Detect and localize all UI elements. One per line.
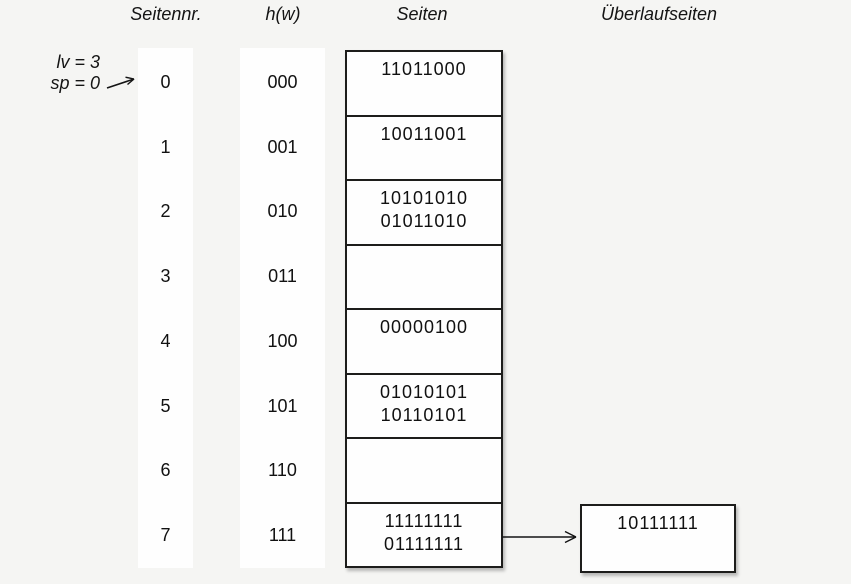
page-number: 2 [160, 201, 171, 222]
header-hw: h(w) [265, 4, 301, 24]
page-number: 3 [160, 266, 171, 287]
page-cell-3 [347, 246, 501, 310]
page-cell-0: 11011000 [347, 52, 501, 117]
arrow-up-right-icon [106, 76, 135, 89]
page-number: 4 [160, 330, 171, 351]
overflow-entry: 10111111 [617, 513, 699, 533]
hash-code: 100 [267, 330, 298, 351]
hw-column-strip [240, 48, 325, 568]
hash-code: 110 [268, 460, 297, 481]
header-seitennr: Seitennr. [130, 4, 202, 24]
arrow-right-icon [502, 530, 577, 544]
overflow-page: 10111111 [580, 504, 736, 573]
hash-code: 011 [268, 266, 297, 287]
page-entry: 11011000 [381, 59, 467, 79]
hash-code: 111 [268, 525, 297, 546]
hash-code: 001 [267, 136, 298, 157]
hash-code-column: 000 001 010 011 100 101 110 111 [240, 50, 325, 568]
state-annotation: lv = 3 sp = 0 [22, 52, 100, 94]
page-number: 7 [160, 525, 171, 546]
hash-code: 000 [267, 71, 298, 92]
header-seiten: Seiten [396, 4, 448, 24]
hash-code: 010 [267, 201, 298, 222]
page-cell-6 [347, 439, 501, 504]
page-number: 5 [160, 395, 171, 416]
page-number: 0 [160, 71, 171, 92]
page-entry: 01011010 [380, 211, 468, 231]
page-entry: 00000100 [379, 317, 469, 337]
page-entry: 10110101 [380, 404, 468, 425]
level-value: lv = 3 [56, 52, 100, 72]
page-number: 6 [160, 460, 171, 481]
page-entry: 10101010 [379, 188, 469, 208]
page-number-column: 0 1 2 3 4 5 6 7 [138, 50, 193, 568]
page-entry: 10011001 [380, 123, 468, 144]
page-entry: 01010101 [379, 381, 469, 402]
seitennr-column-strip [138, 48, 193, 568]
page-cell-1: 10011001 [347, 117, 501, 181]
page-cell-5: 01010101 10110101 [347, 375, 501, 439]
header-ueberlaufseiten: Überlaufseiten [600, 4, 718, 24]
page-entry: 11111111 [384, 510, 464, 531]
page-cell-2: 10101010 01011010 [347, 181, 501, 246]
split-pointer-value: sp = 0 [50, 73, 100, 93]
page-entry: 01111111 [383, 533, 465, 554]
page-cell-4: 00000100 [347, 310, 501, 375]
hash-code: 101 [267, 395, 298, 416]
page-cell-7: 11111111 01111111 [347, 504, 501, 567]
pages-table: 11011000 10011001 10101010 01011010 0000… [345, 50, 503, 568]
page-number: 1 [160, 136, 171, 157]
